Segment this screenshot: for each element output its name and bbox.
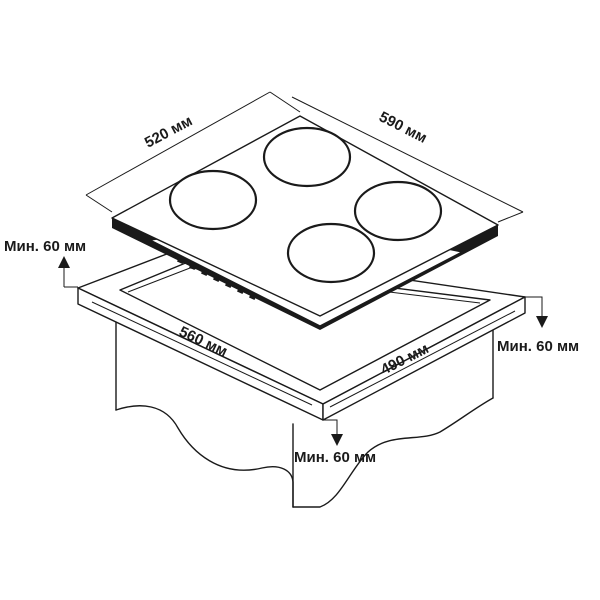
clear-side-shaft xyxy=(525,296,543,318)
label-min-side: Мин. 60 мм xyxy=(497,338,579,355)
burner-back-left xyxy=(262,126,352,188)
dim-line-520 xyxy=(85,91,271,196)
label-min-front: Мин. 60 мм xyxy=(294,449,376,466)
dim-line-560 xyxy=(91,301,313,406)
dim-line-590 xyxy=(291,96,524,213)
clear-front-shaft xyxy=(323,419,338,436)
burner-back-right xyxy=(353,180,443,242)
cutout-inner-edge xyxy=(127,267,191,293)
burner-front-left xyxy=(168,169,258,231)
cabinet-front-cut xyxy=(115,405,294,508)
hob-dimensions xyxy=(85,91,524,223)
label-min-back: Мин. 60 мм xyxy=(4,238,86,255)
countertop xyxy=(77,246,526,421)
arrow-down-icon xyxy=(331,434,343,446)
burner-front-right xyxy=(286,222,376,284)
hob xyxy=(111,115,499,330)
label-hob-width: 590 мм xyxy=(376,108,430,146)
hob-connectors xyxy=(177,256,257,300)
dim-ext-590-b xyxy=(497,211,524,223)
label-hob-depth: 520 мм xyxy=(142,112,195,151)
countertop-cutout xyxy=(119,261,491,391)
dim-line-490 xyxy=(329,310,516,408)
arrow-up-icon xyxy=(58,256,70,268)
dim-ext-520-b xyxy=(269,91,301,113)
clearance-markers xyxy=(58,256,548,446)
arrow-down-icon xyxy=(536,316,548,328)
hob-glass-top xyxy=(111,115,499,317)
dim-ext-520-a xyxy=(85,194,113,213)
cabinet-side-cut xyxy=(292,397,494,508)
